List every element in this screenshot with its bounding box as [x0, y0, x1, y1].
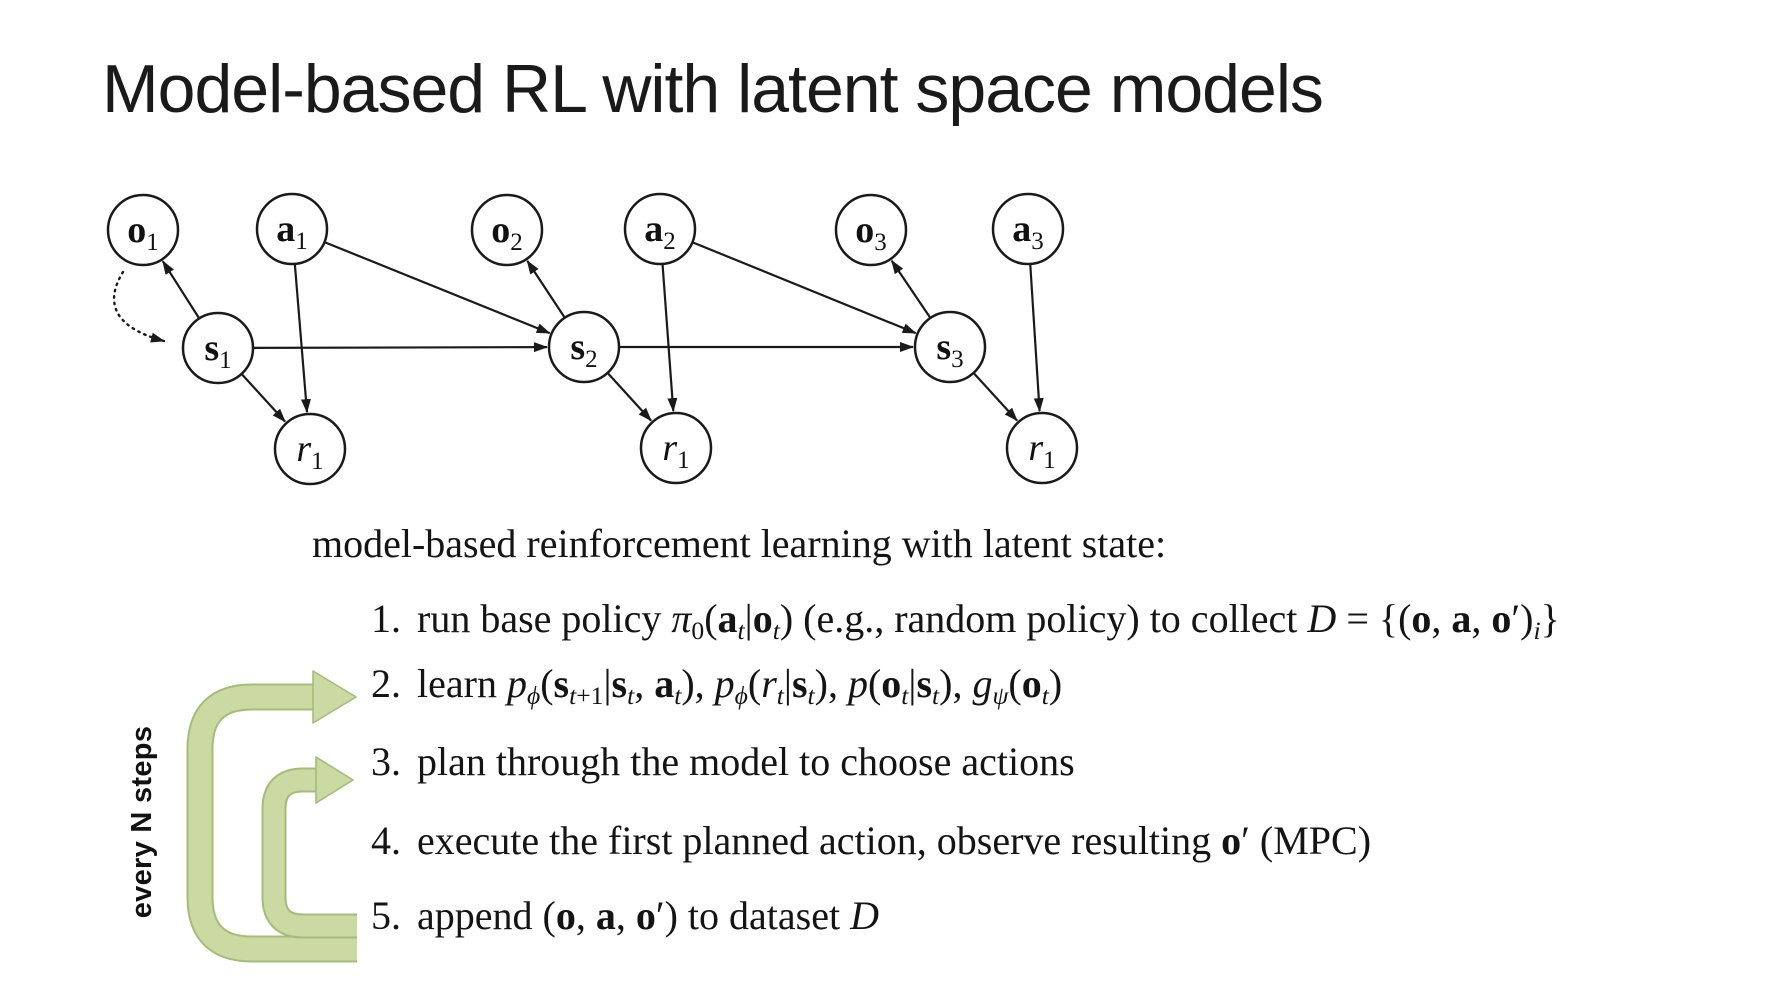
observation-to-state-dotted-arrow: [112, 270, 166, 343]
graph-node-o3: o3: [834, 193, 908, 267]
node-label: o1: [127, 209, 159, 256]
algorithm-item-1: 1. run base policy π0(at|ot) (e.g., rando…: [371, 596, 1560, 646]
node-label: s3: [936, 326, 963, 373]
graph-node-o1: o1: [106, 193, 180, 267]
graph-edge-a1-s2: [324, 241, 551, 335]
item-number: 4.: [371, 818, 401, 863]
graph-node-a2: a2: [623, 192, 697, 266]
node-circle: [639, 411, 713, 485]
inner-loop-arrowhead-icon: [315, 756, 354, 804]
item-text: execute the first planned action, observ…: [417, 818, 1372, 863]
graph-edge-a3-r1c: [1029, 264, 1044, 413]
node-label: o2: [491, 209, 523, 256]
graph-node-r1c: r1: [1005, 411, 1079, 485]
algorithm-item-2: 2. learn pϕ(st+1|st, at), pϕ(rt|st), p(ot…: [371, 661, 1063, 711]
node-circle: [991, 192, 1065, 266]
graph-node-s3: s3: [913, 310, 987, 384]
node-circle: [623, 192, 697, 266]
every-n-steps-label: every N steps: [126, 725, 158, 919]
graph-edge-s1-r1a: [241, 373, 286, 423]
node-circle: [834, 193, 908, 267]
slide-title: Model-based RL with latent space models: [102, 51, 1324, 127]
node-circle: [255, 192, 329, 266]
algorithm-intro: model-based reinforcement learning with …: [312, 521, 1167, 566]
node-label: s1: [204, 327, 231, 374]
node-label: r1: [1028, 427, 1055, 474]
algorithm-item-3: 3. plan through the model to choose actio…: [371, 742, 1075, 782]
item-number: 1.: [371, 596, 401, 641]
outer-loop-arrowhead-icon: [312, 670, 357, 724]
graph-node-a1: a1: [255, 192, 329, 266]
node-circle: [547, 310, 621, 384]
node-label: r1: [662, 427, 689, 474]
item-text: learn pϕ(st+1|st, at), pϕ(rt|st), p(ot|s…: [417, 661, 1063, 711]
outer-loop-arrow-body: [188, 685, 357, 961]
graph-edge-s1-o1: [161, 260, 200, 319]
graph-node-s1: s1: [181, 311, 255, 385]
node-label: a2: [644, 208, 676, 255]
node-label: a3: [1012, 208, 1044, 255]
node-circle: [913, 310, 987, 384]
node-circle: [1005, 411, 1079, 485]
graph-edge-a2-s3: [692, 241, 917, 335]
node-label: s2: [570, 326, 597, 373]
graph-edge-a2-r1b: [661, 264, 678, 413]
item-number: 2.: [371, 661, 401, 706]
node-label: a1: [276, 208, 308, 255]
graph-node-s2: s2: [547, 310, 621, 384]
item-text: run base policy π0(at|ot) (e.g., random …: [417, 596, 1560, 646]
graph-edge-a1-r1a: [293, 264, 311, 414]
algorithm-item-4: 4. execute the first planned action, obse…: [371, 821, 1371, 861]
graph-edge-s2-r1b: [607, 372, 652, 422]
graph-node-r1b: r1: [639, 411, 713, 485]
node-label: o3: [855, 209, 887, 256]
item-text: plan through the model to choose actions: [417, 739, 1075, 784]
graph-nodes: o1 a1 o2 a2 o3 a3 s1 s2 s3 r1 r1 r1: [106, 192, 1079, 486]
graph-edge-s1-s2: [253, 342, 548, 353]
graph-edge-s2-o2: [526, 260, 566, 318]
item-number: 3.: [371, 739, 401, 784]
graph-edge-s3-r1c: [973, 372, 1018, 422]
node-circle: [273, 412, 347, 486]
graph-edge-s3-o3: [890, 259, 931, 318]
node-label: r1: [296, 428, 323, 475]
item-text: append (o, a, o′) to dataset D: [417, 893, 879, 938]
node-circle: [106, 193, 180, 267]
graph-edges: [161, 241, 1044, 423]
inner-loop-arrow-body: [263, 769, 357, 937]
item-number: 5.: [371, 893, 401, 938]
graph-node-a3: a3: [991, 192, 1065, 266]
graph-node-o2: o2: [470, 193, 544, 267]
algorithm-item-5: 5. append (o, a, o′) to dataset D: [371, 896, 879, 936]
node-circle: [470, 193, 544, 267]
every-n-steps-loop: [186, 670, 357, 963]
graph-node-r1a: r1: [273, 412, 347, 486]
node-circle: [181, 311, 255, 385]
